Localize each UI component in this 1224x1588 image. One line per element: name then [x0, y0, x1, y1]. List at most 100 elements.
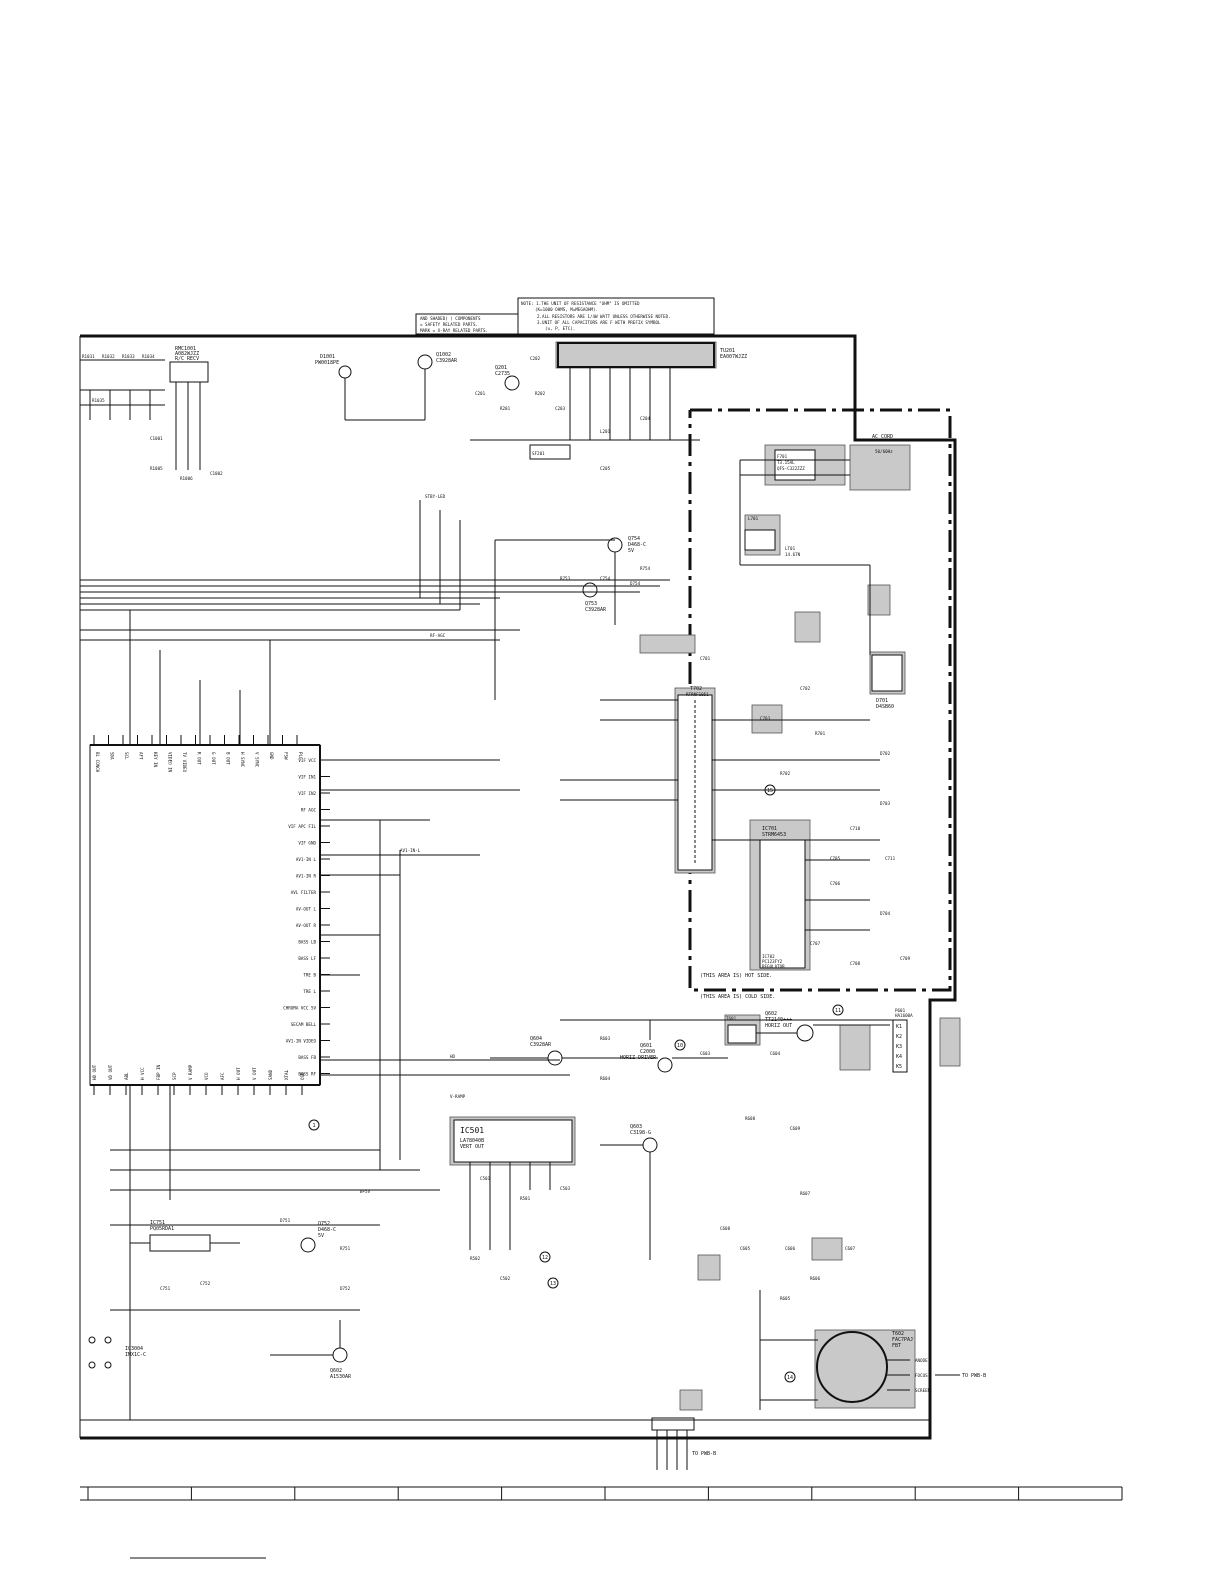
l702-val: 14.67N: [785, 552, 801, 557]
wire-av1: AV1-IN-L: [400, 848, 421, 853]
l701-ref: L701: [748, 516, 759, 521]
ic-top-label: Bi CONCH: [95, 752, 100, 773]
q753-ref: Q753: [585, 601, 597, 607]
key-r1: R1031: [82, 354, 95, 359]
tuner-c201: C201: [475, 391, 486, 396]
t602-ref: T602: [892, 1331, 904, 1337]
rmc-ref: RMC1001: [175, 346, 196, 352]
test-point-label: 14: [787, 1375, 793, 1381]
note-2: 2.ALL RESISTORS ARE 1/4W WATT UNLESS OTH…: [537, 314, 671, 319]
pin-k5: K5: [896, 1064, 902, 1070]
ic-pin-label: VIF VCC: [298, 758, 316, 763]
ic3004-block: IC3004 IMX1C-C: [88, 1336, 146, 1369]
ps-d703: D703: [880, 801, 891, 806]
ic751-part: PQ05RDA1: [150, 1226, 174, 1232]
note-safety: = SAFETY RELATED PARTS.: [420, 322, 478, 327]
q754-volt: 5V: [628, 548, 634, 554]
l702-ref: LT01: [785, 546, 796, 551]
d1001-part: PW0018PE: [315, 360, 339, 366]
ic-bottom-label: VCO: [204, 1072, 209, 1080]
reg-d752: D752: [340, 1286, 351, 1291]
ps-c711: C711: [885, 856, 896, 861]
horizontal-section: Q604 C3928AR Q601 C2000 HORIZ DRIVER T60…: [490, 1011, 900, 1081]
fbt-r605: R605: [780, 1296, 791, 1301]
f701-ref: F701: [777, 454, 788, 459]
ic-top-label: VIDEO IN: [168, 752, 173, 773]
reg-desc: REGULATOR: [762, 964, 785, 969]
v-c503: C503: [560, 1186, 571, 1191]
ic-top-label: TV VIDEO: [182, 752, 187, 773]
tuner-r201: R201: [500, 406, 511, 411]
reg-r751: R751: [340, 1246, 351, 1251]
ic-bottom-label: FBP IN: [156, 1064, 161, 1080]
h-c604: C604: [770, 1051, 781, 1056]
tuner-c203: C203: [555, 406, 566, 411]
ic-top-label: R OUT: [197, 752, 202, 765]
q752-part: D468-C: [318, 1227, 336, 1233]
pin-k4: K4: [896, 1054, 902, 1060]
ic751-ref: IC751: [150, 1220, 165, 1226]
ps-c702: C702: [800, 686, 811, 691]
reg-part: PC123FY2: [762, 959, 783, 964]
q1002-ref: Q1002: [436, 352, 451, 358]
d701-part: D4SB60: [876, 704, 894, 710]
ic501-ref: IC501: [460, 1126, 484, 1135]
ic-bottom-label: SCP: [172, 1072, 177, 1080]
wire-hd: HD: [450, 1054, 456, 1059]
v-r501: R501: [520, 1196, 531, 1201]
note-3: 3.UNIT OF ALL CAPACITORS ARE F WITH PREF…: [537, 320, 661, 325]
ic-pin-label: BASS LF: [298, 956, 316, 961]
ic-pin-label: AV-OUT R: [296, 923, 317, 928]
safety-shaded-parts: [449, 341, 961, 1411]
ic-top-label: PLL: [298, 752, 303, 760]
t601-ref: T601: [726, 1016, 737, 1021]
ic-top-label: SCL: [124, 752, 129, 760]
note-1: NOTE: 1.THE UNIT OF RESISTANCE "OHM" IS …: [521, 301, 640, 306]
fbt-r606: R606: [810, 1276, 821, 1281]
key-r4: R1034: [142, 354, 155, 359]
pin-k2: K2: [896, 1034, 902, 1040]
tuner-c202: C202: [530, 356, 541, 361]
q754-part: D468-C: [628, 542, 646, 548]
vertical-output: IC501 LA78040B VERT OUT R501 R502 C501 C…: [453, 1119, 573, 1281]
ic-pin-label: AV1-IN L: [296, 857, 317, 862]
v-r502: R502: [470, 1256, 481, 1261]
ic-top-label: H SYNC: [240, 752, 245, 768]
deflection-connector: P601 HA1600A K1 K2 K3 K4 K5: [892, 1008, 913, 1073]
stby-r754: R754: [640, 566, 651, 571]
fbt-c607: C607: [845, 1246, 856, 1251]
t602-type: FBT: [892, 1343, 901, 1349]
power-ic: IC701 STRM6453 IC702 PC123FY2 REGULATOR …: [700, 656, 911, 969]
ps-c709: C709: [900, 956, 911, 961]
d701-ref: D701: [876, 698, 888, 704]
standby-switching: Q754 D468-C 5V Q753 C3928AR R754 R753 D7…: [494, 536, 651, 700]
stby-r753: R753: [560, 576, 571, 581]
ic-bottom-label: H VCC: [140, 1067, 145, 1080]
ic-top-label: KEY IN: [153, 752, 158, 768]
ps-r701: R701: [815, 731, 826, 736]
ic3004-ref: IC3004: [125, 1346, 143, 1352]
board-frame: [79, 334, 957, 1440]
fbt-c605: C605: [740, 1246, 751, 1251]
remote-receiver: RMC1001 A082WJZZ R/C RECV C1001 R1005 R1…: [150, 346, 223, 481]
q602b-part: A1530AR: [330, 1374, 352, 1380]
q1002-part: C3928AR: [436, 358, 458, 364]
hot-side-boundary: (THIS AREA IS) HOT SIDE. (THIS AREA IS) …: [688, 408, 952, 1000]
q752-ref: Q752: [318, 1221, 330, 1227]
test-point-label: 1: [312, 1123, 315, 1129]
ic-top-label: B OUT: [226, 752, 231, 765]
h-c603: C603: [700, 1051, 711, 1056]
bus-rf: RF-AGC: [430, 633, 446, 638]
test-point-label: 12: [542, 1255, 548, 1261]
ic-bottom-label: HD OUT: [92, 1064, 97, 1080]
left-trunks: [80, 610, 930, 1421]
ic-bottom-label: H OUT: [236, 1067, 241, 1080]
pin-k3: K3: [896, 1044, 902, 1050]
main-transformer: T702 RTRNF1051: [560, 686, 880, 871]
hot-side-label: (THIS AREA IS) HOT SIDE.: [700, 973, 772, 979]
ic-pin-label: BASS LB: [298, 940, 316, 945]
